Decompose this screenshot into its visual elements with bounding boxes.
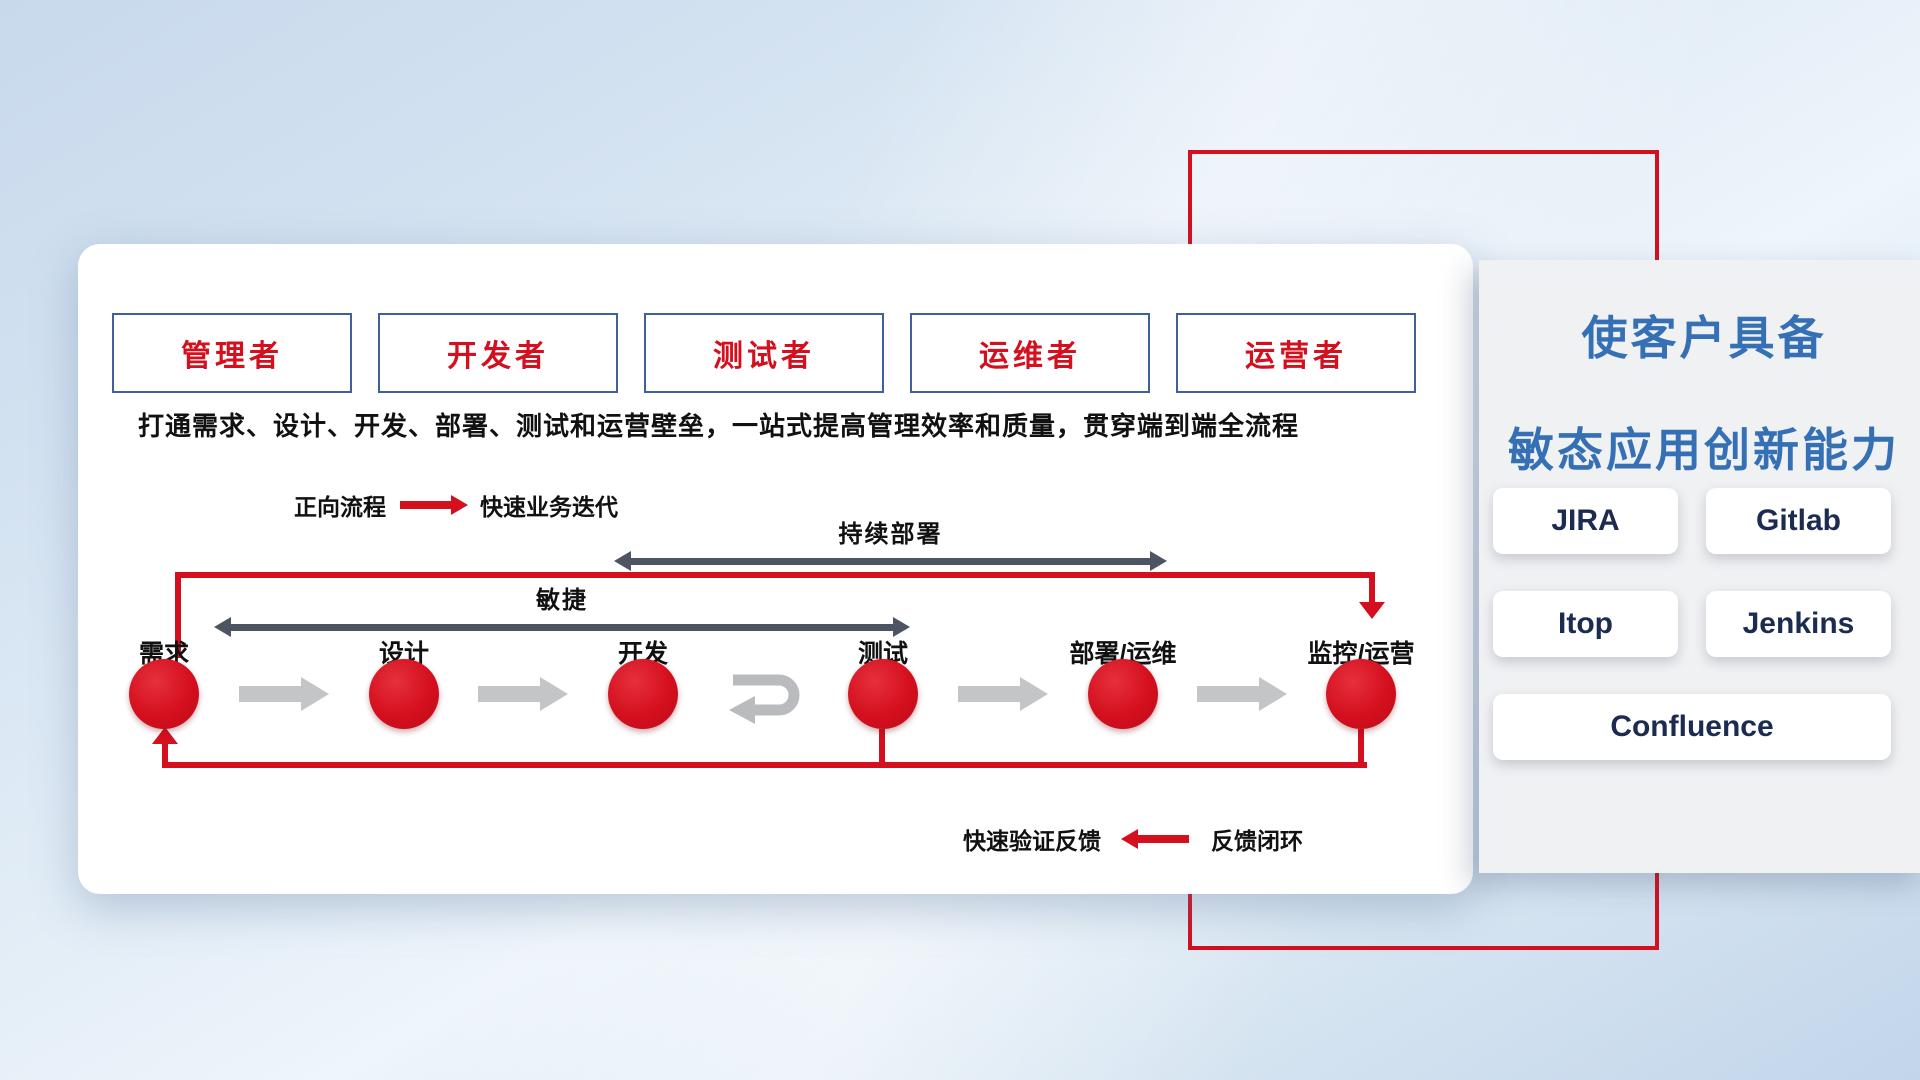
role-box-tester: 测试者 bbox=[644, 313, 884, 393]
role-label: 运营者 bbox=[1245, 340, 1347, 373]
role-box-developer: 开发者 bbox=[378, 313, 618, 393]
panel-title-line2: 敏态应用创新能力 bbox=[1508, 424, 1900, 476]
role-label: 管理者 bbox=[181, 340, 283, 373]
connector-arrow-icon bbox=[239, 677, 329, 711]
panel-title-line1: 使客户具备 bbox=[1581, 312, 1827, 364]
step-node-icon bbox=[608, 659, 678, 729]
agile-label: 敏捷 bbox=[536, 587, 588, 614]
loop-line-top bbox=[175, 572, 1375, 578]
role-label: 开发者 bbox=[447, 340, 549, 373]
flow-step-develop: 开发 bbox=[608, 634, 678, 764]
loop-arrow-down-icon bbox=[1359, 602, 1385, 619]
feedback-desc: 快速验证反馈 bbox=[963, 828, 1101, 854]
flow-step-deploy-ops: 部署/运维 bbox=[1070, 634, 1176, 764]
legend-forward: 正向流程 快速业务迭代 bbox=[294, 488, 618, 522]
tool-confluence: Confluence bbox=[1493, 694, 1891, 760]
role-box-manager: 管理者 bbox=[112, 313, 352, 393]
agile-span: 敏捷 bbox=[212, 580, 912, 637]
role-label: 运维者 bbox=[979, 340, 1081, 373]
continuous-deploy-span: 持续部署 bbox=[612, 514, 1169, 571]
flow-step-requirement: 需求 bbox=[129, 634, 199, 764]
connector-arrow-icon bbox=[958, 677, 1048, 711]
tool-gitlab: Gitlab bbox=[1706, 488, 1891, 554]
feedback-label: 反馈闭环 bbox=[1211, 828, 1303, 854]
devops-flow-card: 管理者 开发者 测试者 运维者 运营者 打通需求、设计、开发、部署、测试和运营壁… bbox=[78, 244, 1473, 894]
tools-grid: JIRA Gitlab Itop Jenkins Confluence bbox=[1493, 488, 1891, 760]
flow-step-design: 设计 bbox=[369, 634, 439, 764]
role-box-operator: 运营者 bbox=[1176, 313, 1416, 393]
loop-line-right-stub bbox=[1369, 572, 1375, 604]
loop-line-left-up bbox=[175, 572, 181, 658]
loop-line-bottom bbox=[165, 762, 1367, 768]
step-node-icon bbox=[1326, 659, 1396, 729]
step-node-icon bbox=[369, 659, 439, 729]
step-node-icon bbox=[848, 659, 918, 729]
role-box-ops: 运维者 bbox=[910, 313, 1150, 393]
loop-line-left-bottom bbox=[162, 743, 168, 768]
loop-line-test-drop bbox=[879, 729, 885, 768]
legend-feedback: 快速验证反馈 反馈闭环 bbox=[963, 822, 1303, 856]
roles-row: 管理者 开发者 测试者 运维者 运营者 bbox=[112, 313, 1416, 393]
role-label: 测试者 bbox=[713, 340, 815, 373]
flow-step-test: 测试 bbox=[848, 634, 918, 764]
step-node-icon bbox=[129, 659, 199, 729]
feedback-arrow-icon bbox=[1121, 829, 1189, 849]
tool-itop: Itop bbox=[1493, 591, 1678, 657]
forward-arrow-icon bbox=[400, 495, 468, 515]
connector-arrow-icon bbox=[1197, 677, 1287, 711]
description-text: 打通需求、设计、开发、部署、测试和运营壁垒，一站式提高管理效率和质量，贯穿端到端… bbox=[138, 411, 1300, 441]
loop-arrow-up-icon bbox=[152, 727, 178, 744]
step-node-icon bbox=[1088, 659, 1158, 729]
capability-panel: 使客户具备 敏态应用创新能力 JIRA Gitlab Itop Jenkins … bbox=[1479, 260, 1920, 873]
double-arrow-icon bbox=[614, 551, 1167, 571]
forward-flow-desc: 快速业务迭代 bbox=[480, 494, 618, 520]
connector-arrow-icon bbox=[478, 677, 568, 711]
tool-jira: JIRA bbox=[1493, 488, 1678, 554]
loop-line-right-down bbox=[1358, 729, 1364, 768]
flow-step-monitor: 监控/运营 bbox=[1308, 634, 1414, 764]
continuous-deploy-label: 持续部署 bbox=[838, 521, 943, 548]
forward-flow-label: 正向流程 bbox=[294, 494, 386, 520]
iterate-loop-icon bbox=[721, 662, 813, 726]
tool-jenkins: Jenkins bbox=[1706, 591, 1891, 657]
double-arrow-icon bbox=[214, 617, 910, 637]
